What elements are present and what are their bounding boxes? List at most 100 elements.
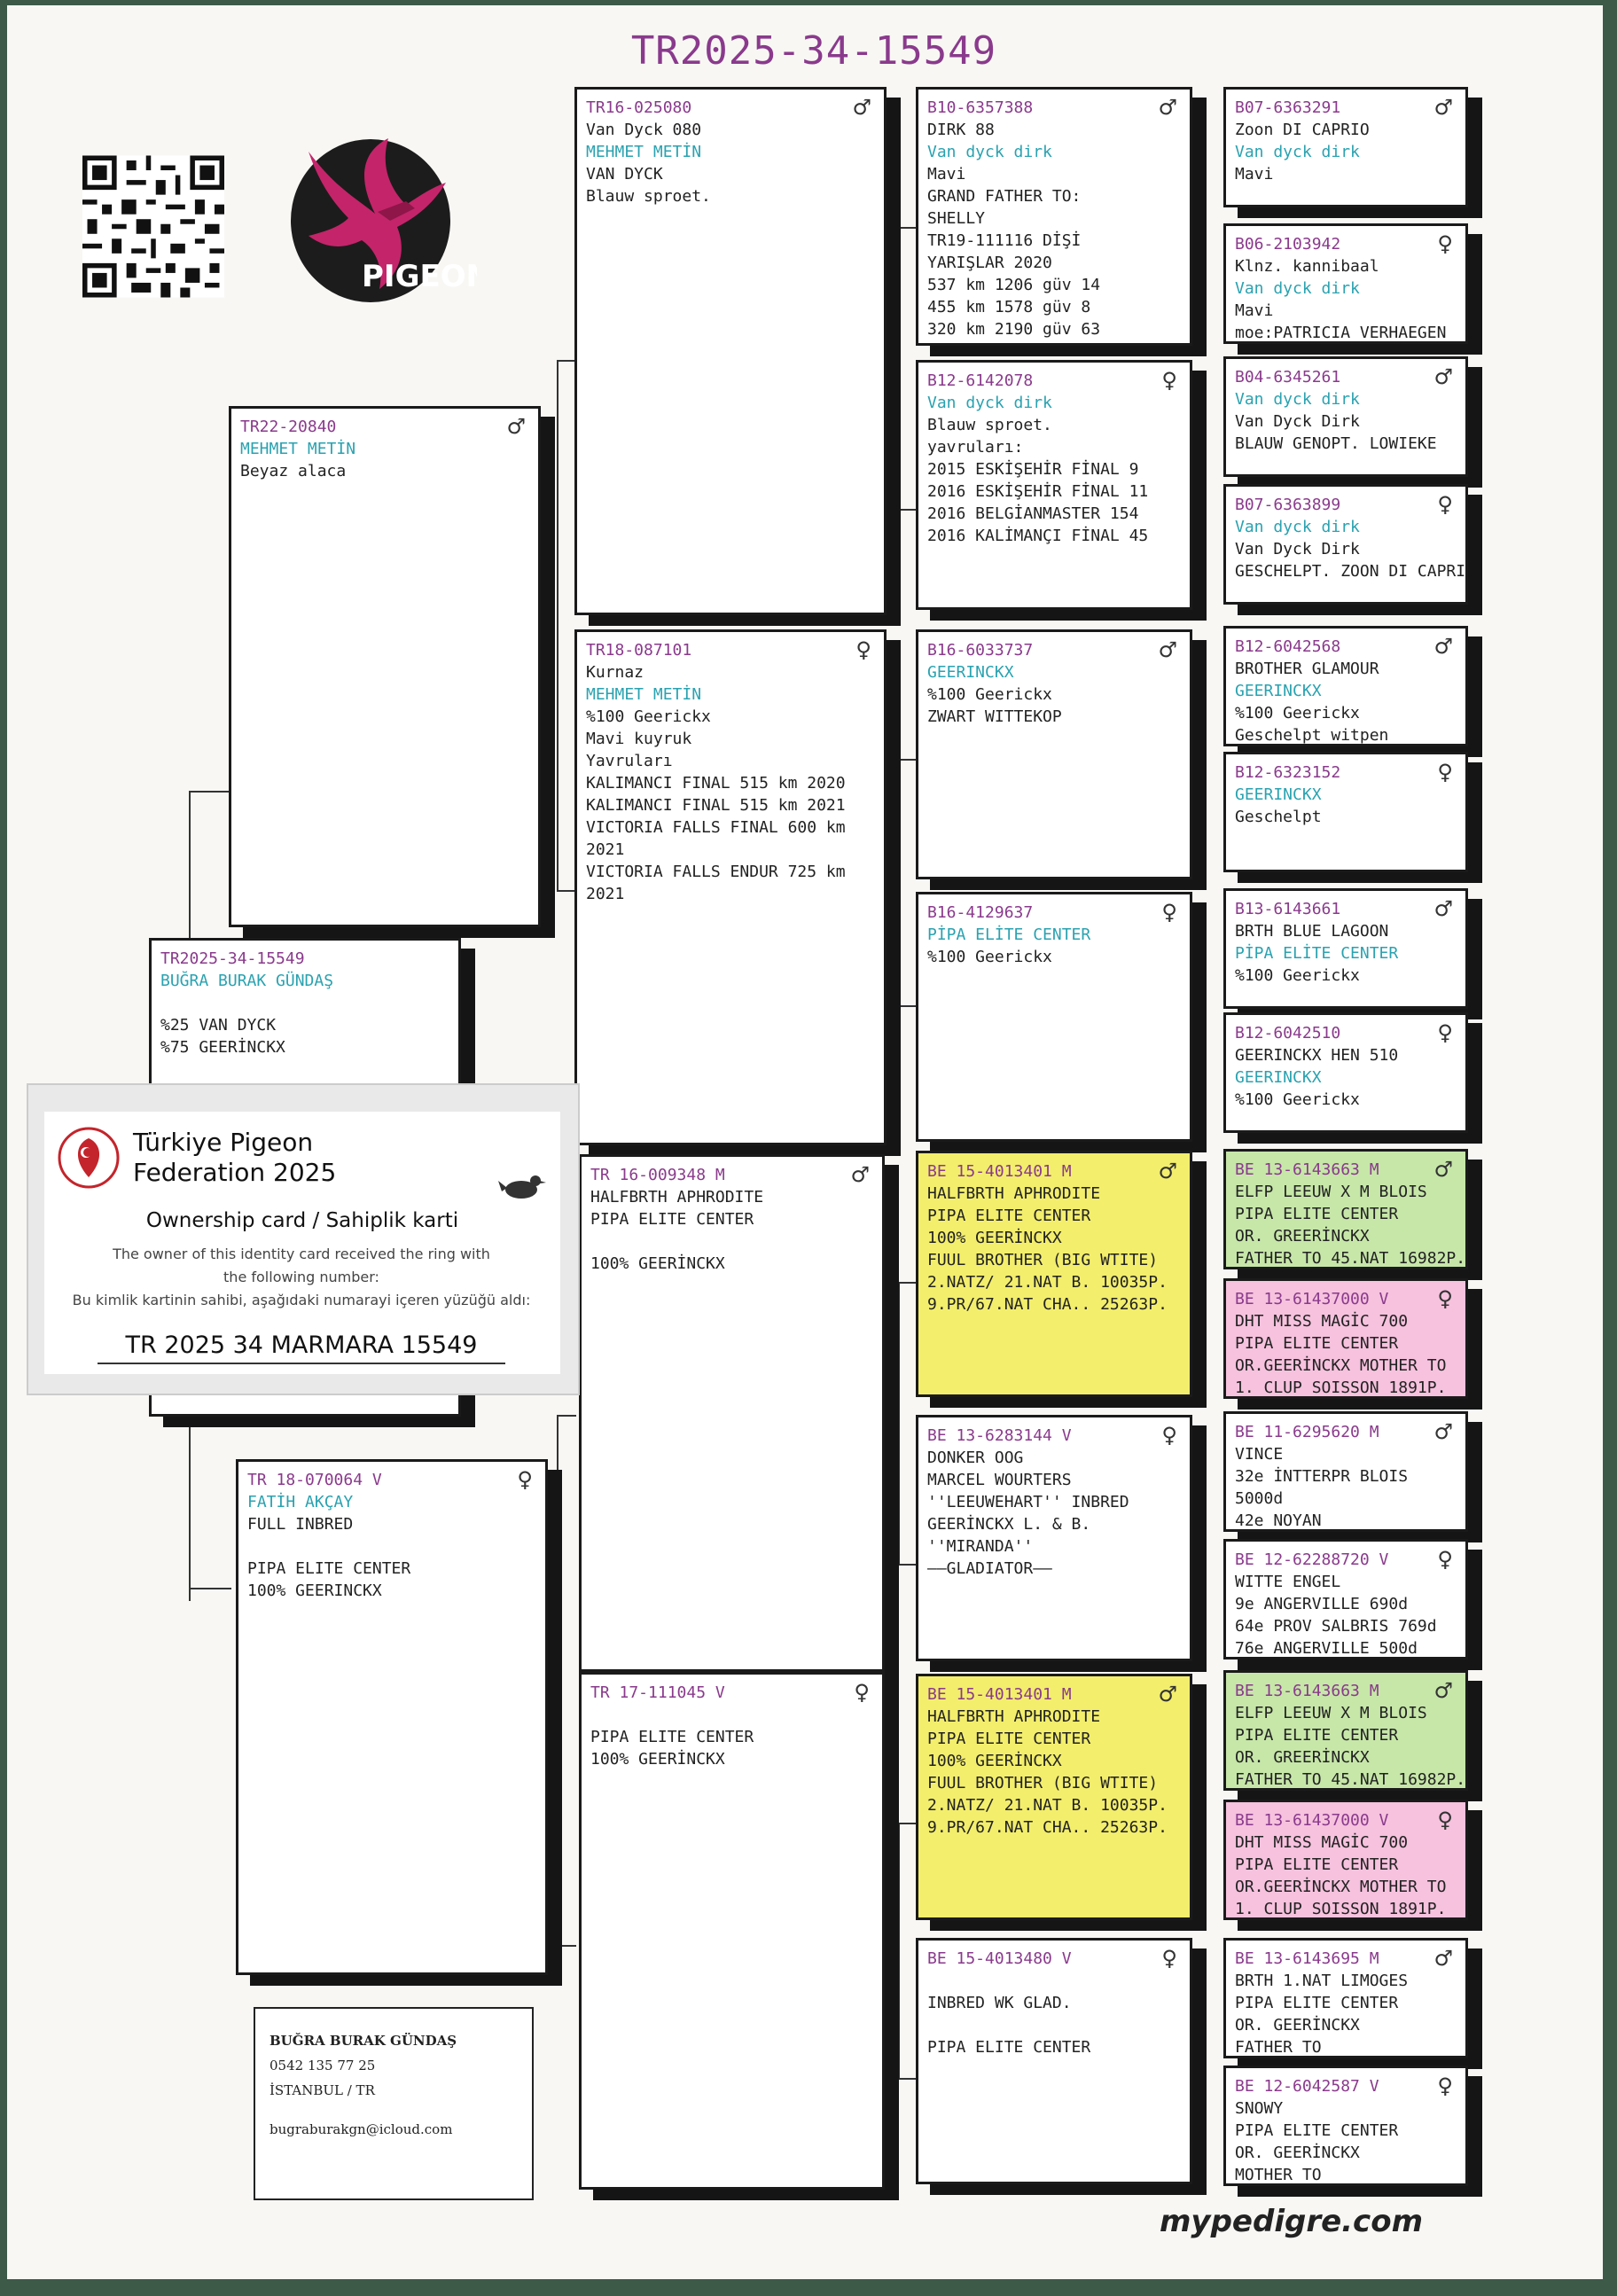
gen3-line: 2016 BELGİANMASTER 154 [927, 504, 1139, 523]
gen2-line: 2021 [586, 885, 625, 903]
gen4-breeder: Van dyck dirk [1235, 390, 1360, 409]
gen3-line: 2.NATZ/ 21.NAT B. 10035P. [927, 1273, 1168, 1292]
gen3-line [927, 2014, 1181, 2036]
dam-line [247, 1535, 536, 1558]
gen4-line: 1. CLUP SOISSON 1891P. [1235, 1378, 1447, 1397]
gen3-line: YARIŞLAR 2020 [927, 254, 1052, 272]
connector-gen3-2 [898, 759, 918, 1007]
gen4-line: BRTH BLUE LAGOON [1235, 922, 1389, 941]
gen4-line: 5000d [1235, 1489, 1284, 1508]
gen4-line: %100 Geerickx [1235, 1090, 1360, 1109]
contact-name: BUĞRA BURAK GÜNDAŞ [270, 2033, 457, 2049]
gen3-line: 2016 ESKİŞEHİR FİNAL 11 [927, 482, 1149, 501]
female-icon: ♀ [1437, 492, 1453, 517]
gen3-line: INBRED WK GLAD. [927, 1994, 1072, 2012]
female-icon: ♀ [1437, 2073, 1453, 2098]
pigeon-logo-icon: PIGEON [291, 138, 477, 302]
gen3-line: 100% GEERİNCKX [927, 1752, 1062, 1770]
gen3-line: 2015 ESKİŞEHİR FİNAL 9 [927, 460, 1139, 479]
male-icon: ♂ [1433, 1678, 1453, 1703]
subject-line: %75 GEERİNCKX [160, 1038, 285, 1057]
gen4-line: BROTHER GLAMOUR [1235, 660, 1379, 678]
male-icon: ♂ [852, 95, 871, 120]
gen3-line: DONKER OOG [927, 1449, 1024, 1467]
gen4-ring: B07-6363291 [1235, 98, 1341, 117]
gen2-line: PIPA ELITE CENTER [590, 1210, 754, 1229]
connector-gen3-1 [898, 227, 918, 511]
male-icon: ♂ [1158, 1159, 1177, 1183]
gen4-line: FATHER TO [1235, 2038, 1322, 2057]
connector-gen2-top [557, 360, 576, 892]
female-icon: ♀ [1161, 1423, 1177, 1448]
connector-sire [189, 791, 231, 957]
male-icon: ♂ [1433, 95, 1453, 120]
gen4-breeder: PİPA ELİTE CENTER [1235, 944, 1399, 963]
sire-box: ♂ TR22-20840 MEHMET METİN Beyaz alaca [229, 406, 541, 927]
dam-breeder: FATİH AKÇAY [247, 1493, 354, 1511]
gen3-breeder: Van dyck dirk [927, 394, 1052, 412]
female-icon: ♀ [517, 1467, 533, 1492]
website-link[interactable]: mypedigre.com [1160, 2204, 1424, 2239]
female-icon: ♀ [1437, 1020, 1453, 1045]
gen2-line: VAN DYCK [586, 165, 663, 184]
dam-line: FULL INBRED [247, 1515, 354, 1534]
gen2-line: VICTORIA FALLS FINAL 600 km [586, 818, 846, 837]
gen2-line [590, 1704, 873, 1726]
gen3-line: PIPA ELITE CENTER [927, 1207, 1091, 1225]
male-icon: ♂ [1433, 1419, 1453, 1444]
male-icon: ♂ [850, 1162, 870, 1187]
sire-breeder: MEHMET METİN [240, 440, 356, 458]
gen4-line: %100 Geerickx [1235, 704, 1360, 722]
female-icon: ♀ [1437, 1808, 1453, 1832]
gen4-line: Mavi [1235, 165, 1274, 184]
gen4-line: ELFP LEEUW X M BLOIS [1235, 1183, 1427, 1201]
gen3-line: FUUL BROTHER (BIG WTITE) [927, 1774, 1159, 1792]
gen3-line: 9.PR/67.NAT CHA.. 25263P. [927, 1295, 1168, 1314]
gen2-line: %100 Geerickx [586, 707, 711, 726]
gen3-line: HALFBRTH APHRODITE [927, 1184, 1101, 1203]
gen3-line: 100% GEERİNCKX [927, 1229, 1062, 1247]
gen3-line: TR19-111116 DİŞİ [927, 231, 1082, 250]
gen3-line: DIRK 88 [927, 121, 995, 139]
female-icon: ♀ [1161, 368, 1177, 393]
gen2-ring: TR16-025080 [586, 98, 692, 117]
gen3-line: yavruları: [927, 438, 1024, 457]
gen4-breeder: Van dyck dirk [1235, 143, 1360, 161]
gen3-line: HALFBRTH APHRODITE [927, 1707, 1101, 1726]
subject-line: %25 VAN DYCK [160, 1016, 277, 1035]
gen3-line: ''LEEUWEHART'' INBRED [927, 1493, 1129, 1511]
federation-line2: Federation 2025 [133, 1158, 337, 1187]
female-icon: ♀ [1437, 1286, 1453, 1311]
male-icon: ♂ [1433, 1946, 1453, 1971]
gen3-breeder: Van dyck dirk [927, 143, 1052, 161]
pigeon-icon [498, 1175, 546, 1199]
gen3-line: ''MIRANDA'' [927, 1537, 1034, 1556]
gen3-ring: B16-6033737 [927, 641, 1034, 660]
gen3-line: 2.NATZ/ 21.NAT B. 10035P. [927, 1796, 1168, 1815]
gen4-ring: B04-6345261 [1235, 368, 1341, 387]
male-icon: ♂ [1433, 364, 1453, 389]
female-icon: ♀ [1161, 1946, 1177, 1971]
contact-city: İSTANBUL / TR [270, 2082, 375, 2098]
gen2-ring: TR 17-111045 V [590, 1683, 725, 1702]
sire-line: Beyaz alaca [240, 462, 347, 480]
gen2-line: 100% GEERİNCKX [590, 1254, 725, 1273]
connector-dam-h [189, 1588, 231, 1589]
federation-seal-icon [58, 1127, 120, 1189]
gen4-line: Geschelpt [1235, 808, 1322, 826]
female-icon: ♀ [1437, 760, 1453, 785]
gen2-line: 2021 [586, 840, 625, 859]
female-icon: ♀ [1437, 231, 1453, 256]
gen3-line: %100 Geerickx [927, 685, 1052, 704]
